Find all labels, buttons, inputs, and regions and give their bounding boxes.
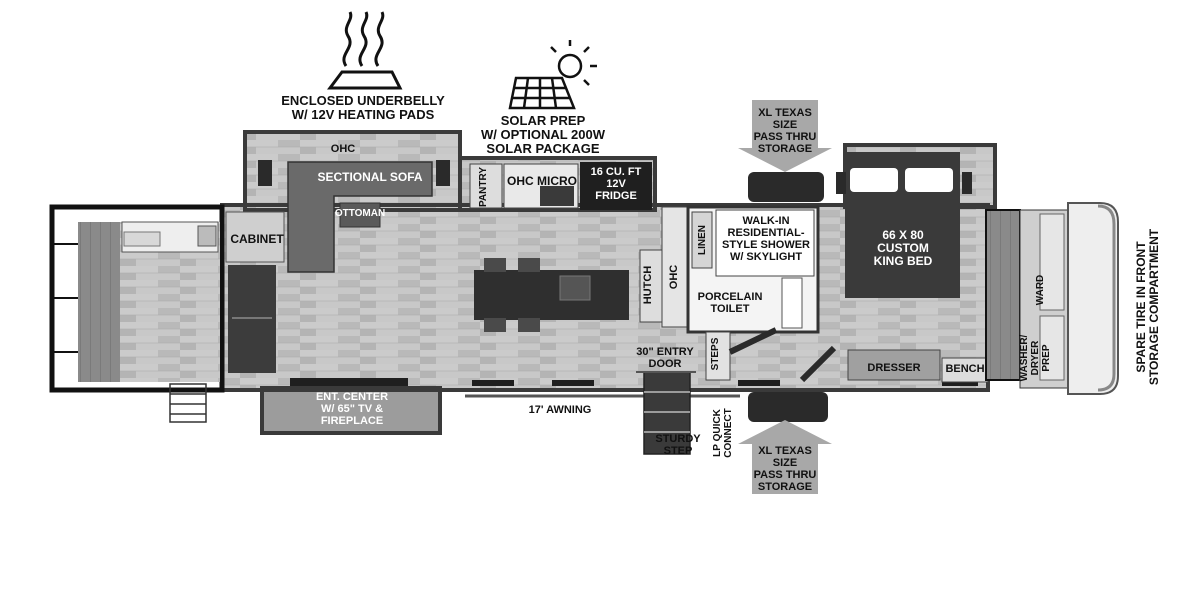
island-shape: [474, 270, 629, 320]
solar-panel-icon: [508, 76, 576, 110]
dresser-label: DRESSER: [867, 362, 921, 374]
hutch-label: HUTCH: [642, 265, 654, 305]
lp-quick-label: LP QUICK CONNECT: [712, 408, 734, 458]
rear-ladder: [169, 383, 207, 423]
rear-sink: [197, 225, 217, 247]
storage-hatch-top: [748, 172, 824, 202]
pantry-label: PANTRY: [478, 167, 489, 207]
steps-shape: [705, 331, 731, 381]
wardrobe-shape: [985, 209, 1021, 381]
spare-tire-label: SPARE TIRE IN FRONT STORAGE COMPARTMENT: [1134, 228, 1161, 386]
arrow-up-icon: [738, 420, 832, 494]
sturdy-step-label: STURDY STEP: [655, 433, 701, 457]
bench-label: BENCH: [945, 363, 985, 375]
washer-label: WASHER/ DRYER PREP: [1019, 334, 1052, 382]
patio-deck: [78, 222, 120, 382]
entry-steps: [643, 371, 691, 455]
fridge-shape: [580, 162, 652, 210]
ohc-hall-label: OHC: [668, 264, 680, 290]
dresser-shape: [847, 349, 941, 381]
toilet-label: PORCELAIN TOILET: [697, 291, 763, 315]
shower-label: WALK-IN RESIDENTIAL- STYLE SHOWER W/ SKY…: [721, 215, 810, 263]
bed-label: 66 X 80 CUSTOM KING BED: [873, 228, 933, 268]
nose-cap: [1067, 202, 1119, 395]
ohc-living-label: OHC: [330, 143, 356, 155]
linen-label: LINEN: [697, 225, 708, 255]
entry-door-label: 30" ENTRY DOOR: [636, 346, 694, 370]
awning-label: 17' AWNING: [528, 404, 592, 416]
cabinet-label: CABINET: [230, 232, 284, 246]
storage-top-label: XL TEXAS SIZE PASS THRU STORAGE: [753, 107, 817, 155]
sectional-sofa-shape: [287, 161, 433, 273]
arrow-down-icon: [738, 100, 832, 172]
steps-label: STEPS: [710, 337, 721, 371]
ohc-micro-label: OHC MICRO: [507, 174, 577, 188]
shower-shape: [715, 209, 815, 277]
linen-shape: [691, 211, 713, 269]
sun-icon: [550, 40, 597, 86]
bench-shape: [941, 357, 989, 383]
storage-bottom-label: XL TEXAS SIZE PASS THRU STORAGE: [753, 445, 817, 493]
underbelly-label: ENCLOSED UNDERBELLY W/ 12V HEATING PADS: [281, 93, 445, 123]
ottoman-shape: [339, 202, 381, 228]
ohc-hall-shape: [661, 206, 689, 328]
pantry-shape: [469, 163, 503, 209]
storage-hatch-bottom: [748, 392, 828, 422]
sectional-sofa-label: SECTIONAL SOFA: [317, 170, 423, 184]
solar-label: SOLAR PREP W/ OPTIONAL 200W SOLAR PACKAG…: [481, 113, 605, 157]
ottoman-label: OTTOMAN: [334, 208, 386, 219]
ward-label: WARD: [1035, 274, 1046, 306]
heat-waves-icon: [327, 11, 403, 90]
fridge-label: 16 CU. FT 12V FRIDGE: [590, 166, 642, 202]
ent-center-label: ENT. CENTER W/ 65" TV & FIREPLACE: [315, 391, 389, 427]
cabinet-unit: [225, 211, 285, 263]
